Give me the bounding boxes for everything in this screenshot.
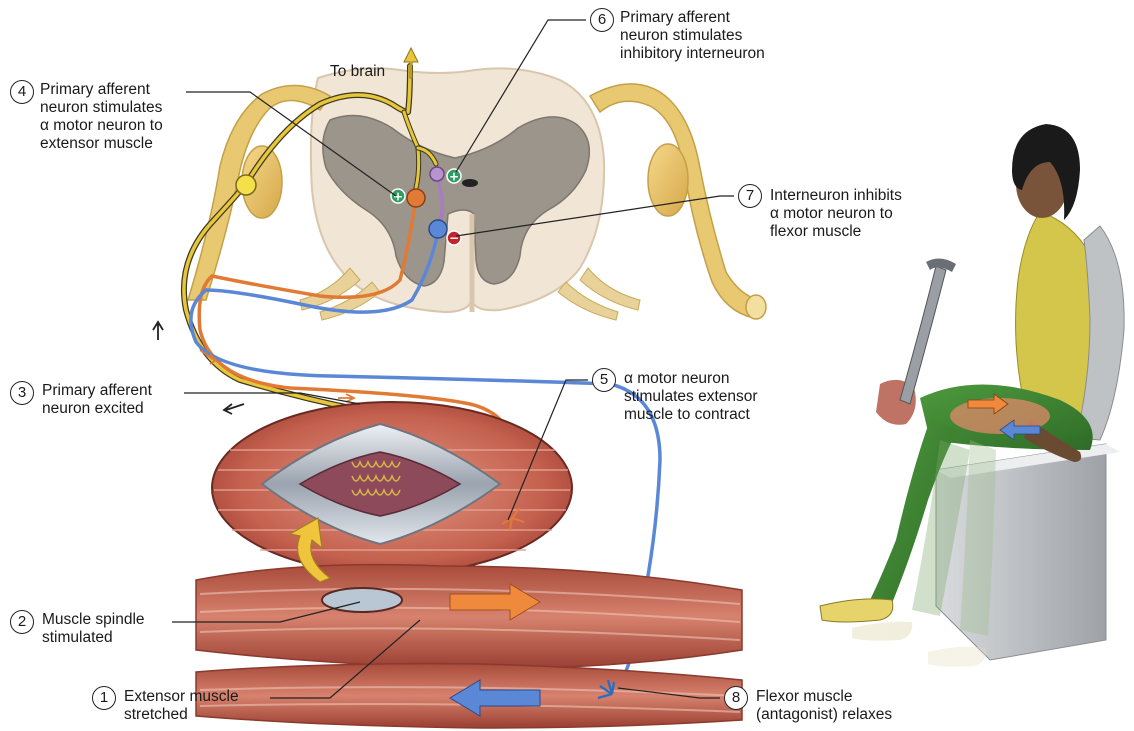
shoe [820, 599, 893, 622]
step-1-label: Extensor muscle stretched [124, 688, 239, 724]
interneuron-body [430, 167, 444, 181]
afferent-direction-arrow-icon-2 [224, 404, 244, 414]
afferent-direction-arrow-icon [153, 322, 163, 340]
step-6-label: Primary afferent neuron stimulates inhib… [620, 9, 765, 63]
step-8-number: 8 [724, 686, 748, 710]
step-3-label: Primary afferent neuron excited [42, 382, 152, 418]
step-4-number: 4 [10, 80, 34, 104]
step-4-label: Primary afferent neuron stimulates α mot… [40, 81, 163, 153]
afferent-cell-body [236, 175, 256, 195]
step-7-label: Interneuron inhibits α motor neuron to f… [770, 187, 902, 241]
excitatory-synapse-marker-interneuron: + [447, 169, 461, 184]
spinal-nerve-cut-end [746, 295, 766, 319]
inhibitory-synapse-marker: − [447, 231, 461, 245]
svg-text:+: + [393, 190, 403, 204]
step-5-label: α motor neuron stimulates extensor muscl… [624, 370, 758, 424]
step-5-number: 5 [592, 368, 616, 392]
dorsal-root-ganglion-right [648, 144, 688, 216]
step-1-number: 1 [92, 686, 116, 710]
flexor-motor-neuron-body [429, 220, 447, 238]
step-2-number: 2 [10, 610, 34, 634]
spinal-cord-section [300, 68, 640, 320]
step-8-label: Flexor muscle (antagonist) relaxes [756, 688, 892, 724]
svg-text:+: + [449, 170, 459, 184]
muscle-spindle-magnified [212, 402, 572, 574]
step-7-number: 7 [738, 184, 762, 208]
spinal-nerve-left [188, 85, 330, 300]
step-6-number: 6 [590, 8, 614, 32]
extensor-motor-neuron-body [407, 189, 425, 207]
step-2-label: Muscle spindle stimulated [42, 611, 145, 647]
central-canal [462, 179, 478, 187]
svg-text:−: − [449, 231, 459, 245]
excitatory-synapse-marker-motor: + [391, 189, 405, 204]
to-brain-label: To brain [330, 63, 385, 81]
step-3-number: 3 [10, 381, 34, 405]
